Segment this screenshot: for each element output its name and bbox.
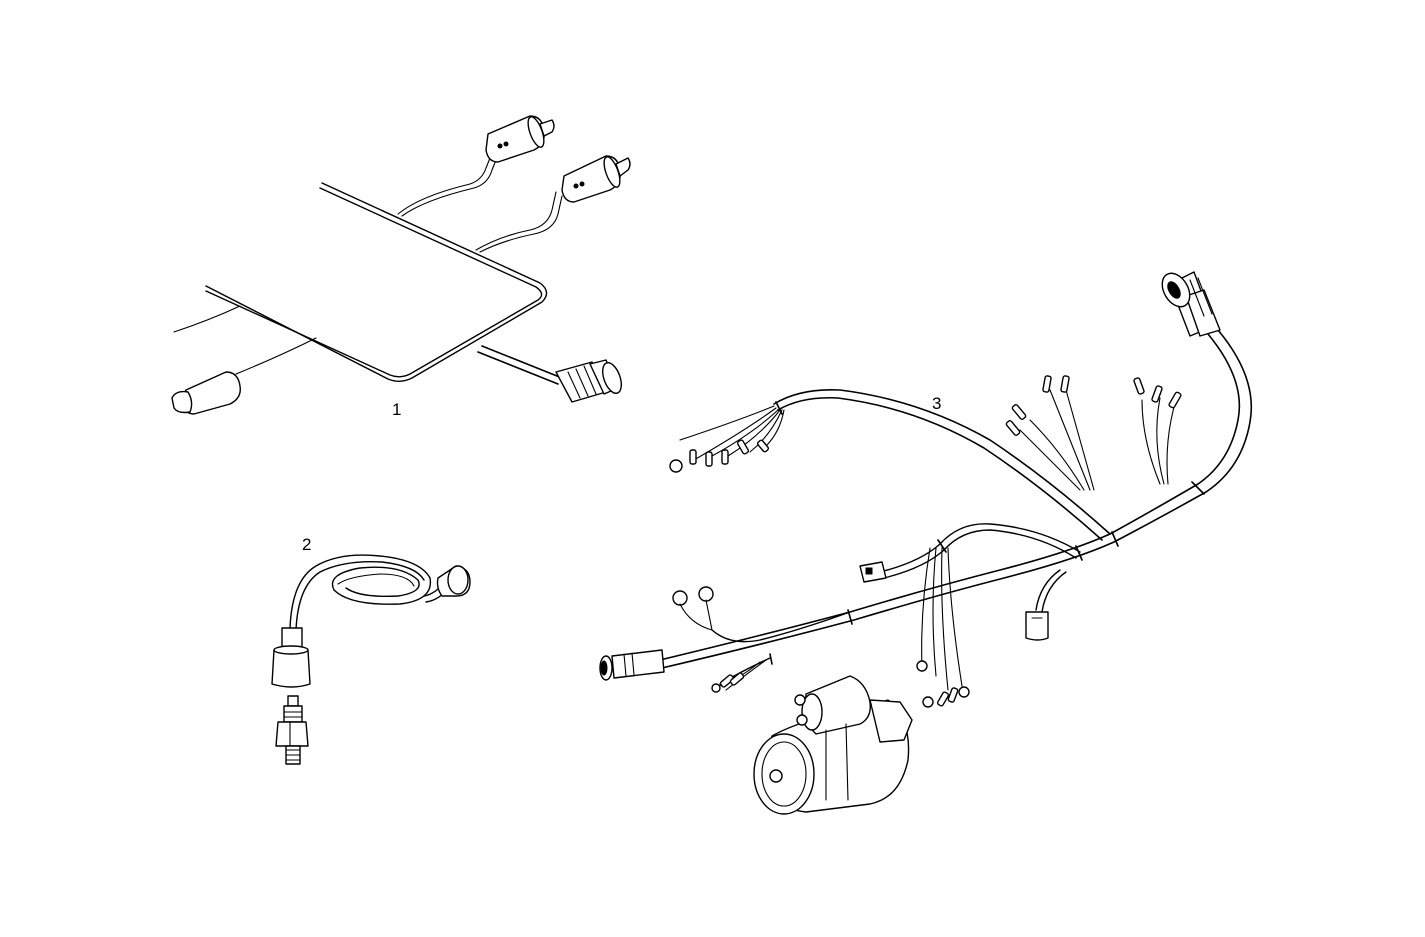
round-connector-1-icon [555, 359, 622, 403]
round-connector-3-icon [599, 649, 665, 681]
callout-2: 2 [302, 535, 311, 554]
harness-1-loop [205, 182, 548, 382]
callout-1: 1 [392, 400, 401, 419]
square-connector-icon [1025, 611, 1049, 641]
sensor-icon [275, 695, 309, 765]
blade-terminals-icon [689, 375, 1182, 707]
harness-1-branch-b [475, 191, 557, 251]
harness-1-branch-a [397, 157, 491, 215]
small-connector-icon [859, 561, 887, 583]
circular-connector-icon [1161, 271, 1221, 337]
cylinder-a-icon [485, 115, 555, 163]
main-harness-3: 3 [599, 271, 1253, 815]
sensor-cable-2: 2 [271, 535, 471, 765]
starter-motor-icon [753, 675, 913, 815]
plug-cap-icon [271, 627, 311, 688]
coiled-cable [289, 554, 432, 629]
ring-terminals-icon [669, 459, 970, 708]
callout-3: 3 [932, 394, 941, 413]
boot-connector-icon [436, 565, 471, 597]
cylinder-b-icon [561, 155, 631, 203]
harness-1: 1 [171, 115, 631, 419]
cylinder-c-icon [171, 371, 241, 415]
main-harness-trunk [659, 333, 1241, 661]
